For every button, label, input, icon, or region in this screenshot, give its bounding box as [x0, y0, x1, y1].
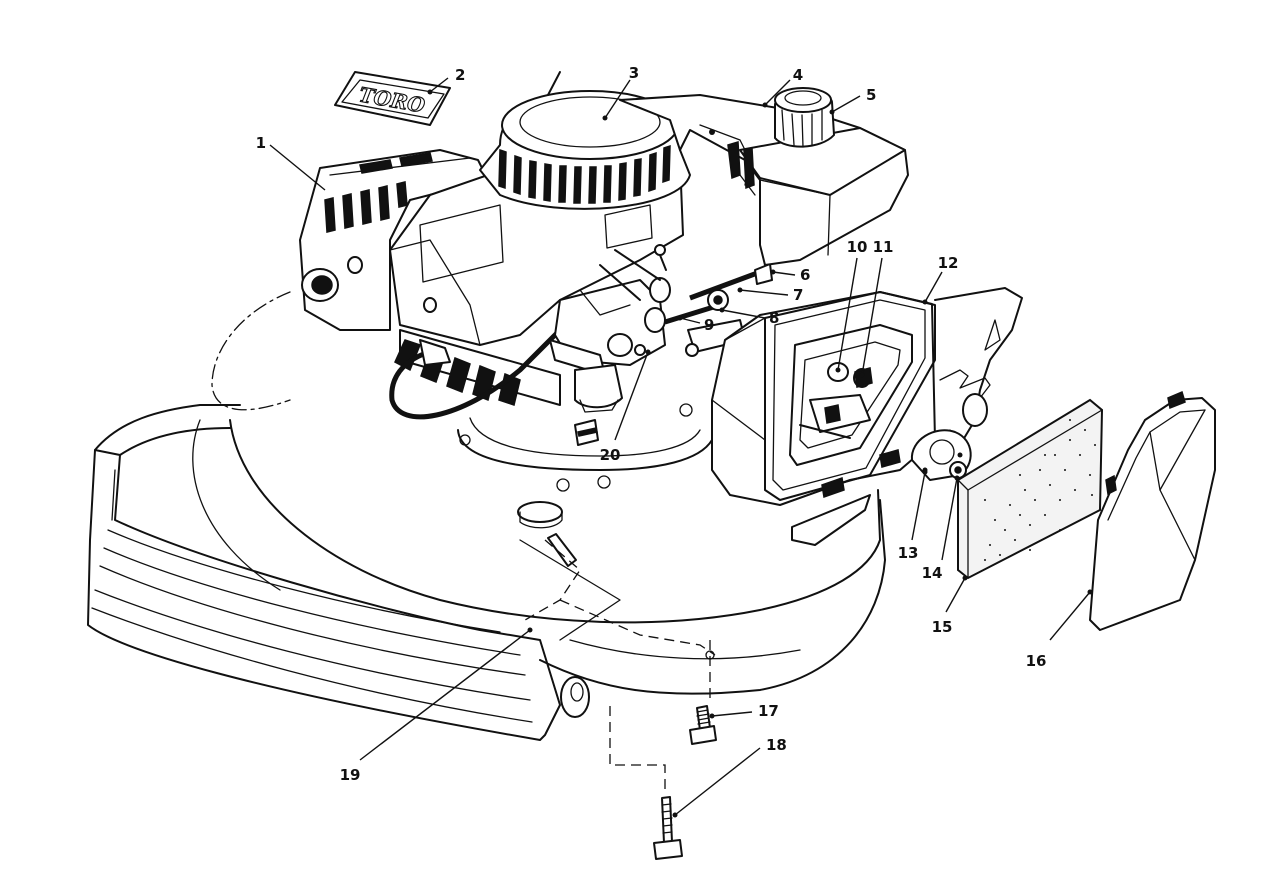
callout-14: 14	[922, 564, 943, 582]
callout-8: 8	[769, 309, 779, 327]
callout-10: 10	[847, 238, 868, 256]
callout-2: 2	[455, 66, 465, 84]
callout-1: 1	[256, 134, 266, 152]
callout-16: 16	[1026, 652, 1047, 670]
callout-5: 5	[866, 86, 876, 104]
mower-deck	[88, 288, 1022, 790]
callout-4: 4	[793, 66, 803, 84]
foam-filter	[958, 400, 1102, 578]
callout-6: 6	[800, 266, 810, 284]
shroud-vents	[325, 153, 432, 232]
callout-20: 20	[600, 446, 621, 464]
air-cleaner-cover	[1090, 392, 1215, 630]
callout-17: 17	[758, 702, 779, 720]
engine	[300, 72, 772, 445]
callout-13: 13	[898, 544, 919, 562]
callout-12: 12	[938, 254, 959, 272]
callout-18: 18	[766, 736, 787, 754]
fuel-tank	[620, 88, 908, 265]
screw-short	[690, 706, 716, 744]
callout-11: 11	[873, 238, 894, 256]
leader-lines	[270, 78, 1093, 818]
callout-7: 7	[793, 286, 803, 304]
callout-9: 9	[704, 316, 714, 334]
blower-fins	[499, 146, 670, 203]
callout-labels: 1 2 3 4 5 6 7 8 9 10 11 12 13 14 15 16 1…	[256, 64, 1047, 784]
callout-15: 15	[932, 618, 953, 636]
screw-long	[654, 797, 682, 859]
air-cleaner-body	[712, 292, 935, 505]
callout-19: 19	[340, 766, 361, 784]
toro-decal: TORO	[335, 72, 450, 125]
callout-3: 3	[629, 64, 639, 82]
